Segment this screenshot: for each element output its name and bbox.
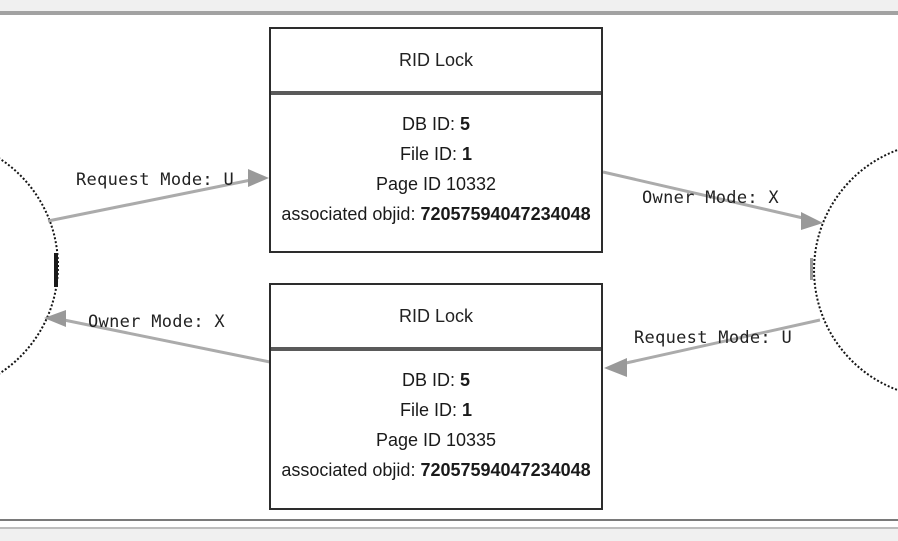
bottom-band xyxy=(0,529,898,541)
lock-field-objid: associated objid: 72057594047234048 xyxy=(271,455,601,485)
field-label: Page ID xyxy=(375,174,441,194)
lock-field-file-id: File ID: 1 xyxy=(271,139,601,169)
field-value: 1 xyxy=(462,400,473,420)
field-label: Page ID xyxy=(375,430,441,450)
lock-body: DB ID: 5 File ID: 1 Page ID 10335 associ… xyxy=(271,351,601,485)
right-circle-anchor-tick xyxy=(810,258,813,280)
edge-label-owner-mode-right: Owner Mode: X xyxy=(642,188,779,208)
lock-field-objid: associated objid: 72057594047234048 xyxy=(271,199,601,229)
lock-field-db-id: DB ID: 5 xyxy=(271,109,601,139)
top-band xyxy=(0,0,898,11)
request-u-right-arrowhead-icon xyxy=(604,358,627,377)
bottom-rule-line-light xyxy=(0,527,898,529)
owner-x-right-arrow-line xyxy=(602,170,804,220)
request-u-left-arrowhead-icon xyxy=(248,169,269,187)
field-value: 10332 xyxy=(445,174,497,194)
field-label: DB ID: xyxy=(401,370,455,390)
field-label: File ID: xyxy=(399,144,457,164)
lock-field-page-id: Page ID 10335 xyxy=(271,425,601,455)
field-value: 72057594047234048 xyxy=(420,460,591,480)
owner-x-left-arrowhead-icon xyxy=(44,310,66,327)
field-label: DB ID: xyxy=(401,114,455,134)
field-value: 10335 xyxy=(445,430,497,450)
field-value: 72057594047234048 xyxy=(420,204,591,224)
edge-label-request-mode-right: Request Mode: U xyxy=(634,328,793,348)
lock-title: RID Lock xyxy=(271,285,601,351)
field-value: 5 xyxy=(460,370,471,390)
rid-lock-box-bottom: RID Lock DB ID: 5 File ID: 1 Page ID 103… xyxy=(269,283,603,510)
lock-body: DB ID: 5 File ID: 1 Page ID 10332 associ… xyxy=(271,95,601,229)
request-u-left-arrow-line xyxy=(47,178,252,223)
field-value: 5 xyxy=(460,114,471,134)
bottom-rule-line xyxy=(0,519,898,521)
owner-x-right-arrowhead-icon xyxy=(801,212,823,230)
lock-field-page-id: Page ID 10332 xyxy=(271,169,601,199)
lock-field-db-id: DB ID: 5 xyxy=(271,365,601,395)
field-label: File ID: xyxy=(399,400,457,420)
request-u-right-arrow-line xyxy=(625,318,821,365)
rid-lock-box-top: RID Lock DB ID: 5 File ID: 1 Page ID 103… xyxy=(269,27,603,253)
lock-title: RID Lock xyxy=(271,29,601,95)
field-value: 1 xyxy=(462,144,473,164)
left-circle-anchor-tick xyxy=(54,253,58,287)
edge-label-request-mode-left: Request Mode: U xyxy=(76,170,235,190)
owner-x-left-arrow-line xyxy=(63,318,271,364)
field-label: associated objid: xyxy=(281,204,416,224)
field-label: associated objid: xyxy=(281,460,416,480)
top-rule-line xyxy=(0,11,898,15)
edge-label-owner-mode-left: Owner Mode: X xyxy=(88,312,225,332)
lock-field-file-id: File ID: 1 xyxy=(271,395,601,425)
